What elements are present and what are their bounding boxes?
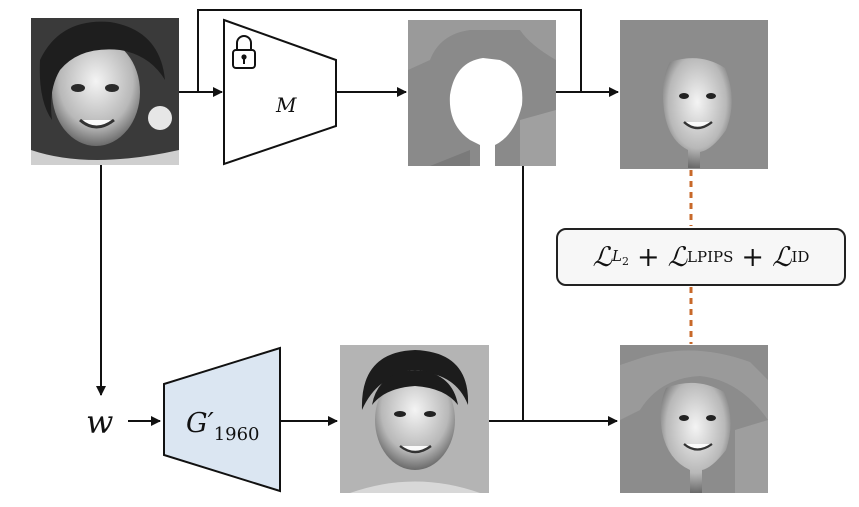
loss-l2-sub: L2: [612, 247, 629, 268]
mask-net-label: M: [275, 93, 297, 117]
loss-lpips-sub: LPIPS: [687, 248, 734, 266]
masked-generated-face-image: [620, 345, 768, 493]
loss-l2-sub-letter: L: [612, 246, 622, 265]
mask-network-block: [223, 18, 337, 166]
lock-icon: [232, 35, 256, 69]
latent-label: w: [86, 403, 113, 441]
loss-id-symbol: ℒ: [772, 241, 792, 273]
loss-plus-1: +: [636, 241, 660, 273]
generated-portrait-image: [340, 345, 489, 493]
loss-l2-sub2: 2: [621, 254, 629, 268]
segmentation-mask-image: [408, 20, 556, 166]
generator-label-base: G′: [186, 408, 214, 439]
skip-connection-input-to-masked-face: [197, 9, 582, 92]
generator-label: G′1960: [186, 408, 260, 445]
loss-l2-symbol: ℒ: [592, 241, 612, 273]
loss-lpips-symbol: ℒ: [667, 241, 688, 273]
generator-block: [163, 346, 281, 493]
loss-plus-2: +: [741, 241, 765, 273]
generator-label-sub: 1960: [214, 424, 260, 445]
masked-input-face-image: [620, 20, 768, 169]
loss-id-sub: ID: [791, 248, 810, 266]
input-portrait-image: [31, 18, 179, 165]
